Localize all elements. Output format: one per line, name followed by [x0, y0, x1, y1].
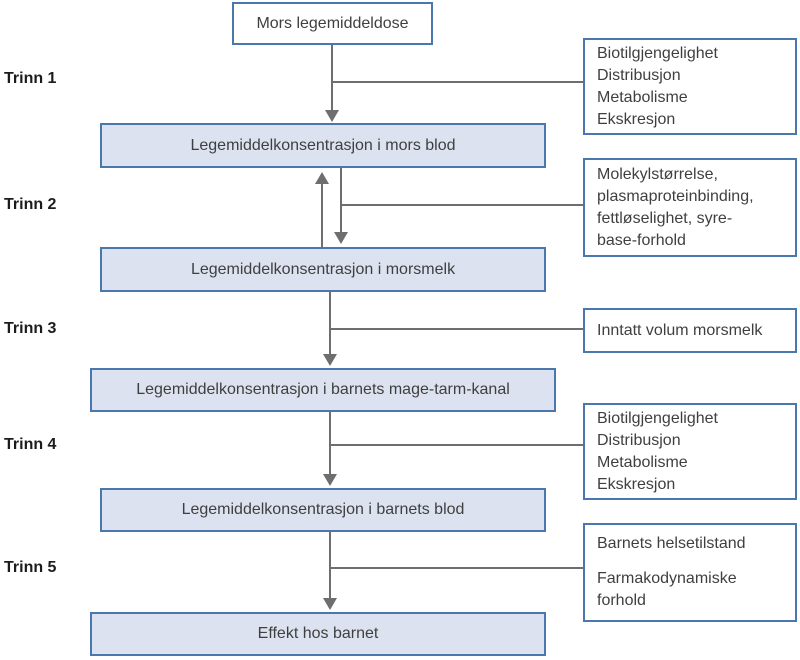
side-box-trinn-1-faktorer: Biotilgjengelighet Distribusjon Metaboli…	[583, 38, 797, 135]
box-konsentrasjon-mors-blod: Legemiddelkonsentrasjon i mors blod	[100, 123, 546, 168]
step-label-trinn-5: Trinn 5	[4, 559, 57, 576]
side-box-text: Inntatt volum morsmelk	[597, 321, 763, 339]
side-box-text: Barnets helsetilstand	[597, 535, 746, 552]
arrowhead-down-step4	[323, 474, 337, 486]
side-box-trinn-3-faktorer: Inntatt volum morsmelk	[583, 308, 797, 353]
box-konsentrasjon-barnets-blod: Legemiddelkonsentrasjon i barnets blod	[100, 488, 546, 532]
box-mors-legemiddeldose: Mors legemiddeldose	[232, 2, 433, 45]
arrowhead-down-step5	[323, 598, 337, 610]
box-effekt-hos-barnet: Effekt hos barnet	[90, 612, 546, 656]
step-label-trinn-2: Trinn 2	[4, 196, 57, 213]
side-box-text: Biotilgjengelighet Distribusjon Metaboli…	[597, 409, 718, 493]
box-konsentrasjon-morsmelk: Legemiddelkonsentrasjon i morsmelk	[100, 247, 546, 292]
box-konsentrasjon-mage-tarm-kanal: Legemiddelkonsentrasjon i barnets mage-t…	[90, 368, 556, 412]
arrowhead-down-step1	[325, 110, 339, 122]
side-box-text: Molekylstørrelse, plasmaproteinbinding, …	[597, 165, 754, 249]
side-box-trinn-4-faktorer: Biotilgjengelighet Distribusjon Metaboli…	[583, 403, 797, 500]
side-box-text: Farmakodynamiske forhold	[597, 570, 737, 609]
arrowhead-down-step2	[334, 232, 348, 244]
arrowhead-down-step3	[323, 354, 337, 366]
step-label-trinn-4: Trinn 4	[4, 436, 57, 453]
step-label-trinn-1: Trinn 1	[4, 70, 57, 87]
side-box-trinn-5-faktorer: Barnets helsetilstand Farmakodynamiske f…	[583, 523, 797, 622]
arrowhead-up-step2	[315, 172, 329, 184]
step-label-trinn-3: Trinn 3	[4, 320, 57, 337]
side-box-text: Biotilgjengelighet Distribusjon Metaboli…	[597, 44, 718, 128]
side-box-trinn-2-faktorer: Molekylstørrelse, plasmaproteinbinding, …	[583, 158, 797, 257]
